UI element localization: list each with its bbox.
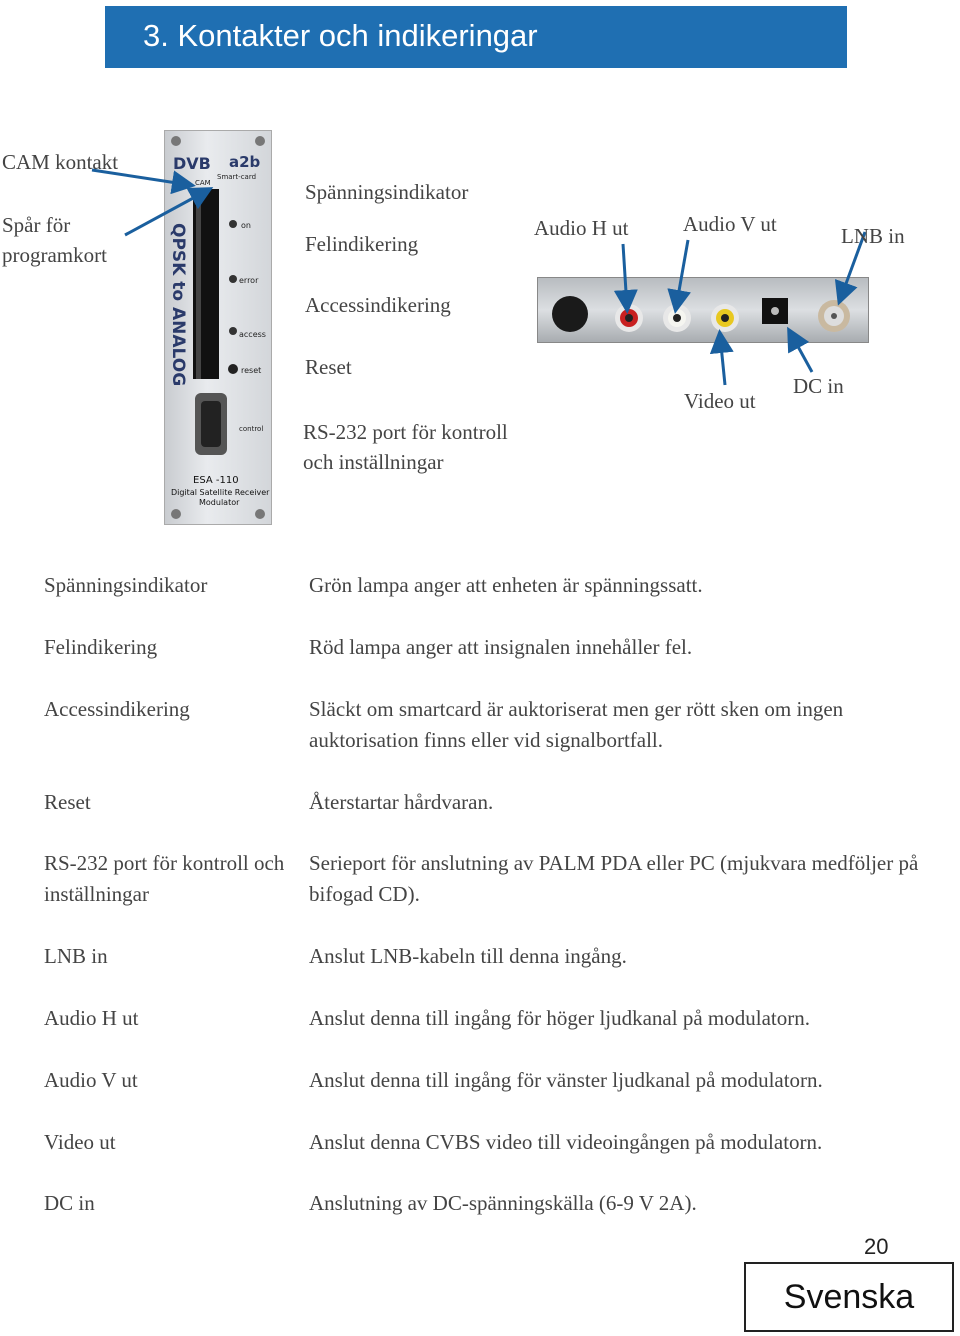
dvb-logo: DVB (173, 154, 211, 173)
desc-audio-v: Anslut denna till ingång för vänster lju… (309, 1068, 823, 1092)
desc2-print: Modulator (199, 498, 240, 507)
term-audio-h: Audio H ut (44, 1006, 139, 1030)
on-print: on (241, 221, 251, 230)
callout-audio-h: Audio H ut (534, 216, 629, 240)
desc1-print: Digital Satellite Receiver (171, 488, 270, 497)
desc-video: Anslut denna CVBS video till videoingång… (309, 1130, 823, 1154)
callout-power: Spänningsindikator (305, 180, 469, 204)
access-print: access (239, 330, 266, 339)
desc-lnb: Anslut LNB-kabeln till denna ingång. (309, 944, 627, 968)
model-print: ESA -110 (193, 475, 239, 486)
callout-video: Video ut (684, 389, 756, 413)
access-led (229, 327, 237, 335)
section-header: 3. Kontakter och indikeringar (105, 6, 847, 68)
callout-dc: DC in (793, 374, 844, 398)
control-print: control (239, 425, 263, 433)
desc-power: Grön lampa anger att enheten är spänning… (309, 573, 703, 597)
callout-arrows (91, 168, 867, 386)
on-led (229, 220, 237, 228)
page-title: 3. Kontakter och indikeringar (143, 18, 538, 53)
term-error: Felindikering (44, 635, 158, 659)
callout-error: Felindikering (305, 232, 419, 256)
smartcard-print: Smart-card (217, 173, 256, 181)
error-print: error (239, 276, 259, 285)
a2b-logo: a2b (229, 153, 261, 171)
desc-dc: Anslutning av DC-spänningskälla (6-9 V 2… (309, 1191, 697, 1215)
callout-slot-line1: Spår för (2, 213, 71, 237)
term-dc: DC in (44, 1191, 95, 1215)
desc-access: Släckt om smartcard är auktoriserat men … (309, 697, 844, 752)
term-reset: Reset (44, 790, 91, 814)
reset-print: reset (241, 366, 261, 375)
cam-print: CAM (195, 179, 211, 187)
language-label: Svenska (744, 1262, 954, 1332)
term-video: Video ut (44, 1130, 116, 1154)
term-rs232: RS-232 port för kontroll och inställning… (44, 851, 285, 906)
desc-reset: Återstartar hårdvaran. (309, 790, 494, 814)
term-audio-v: Audio V ut (44, 1068, 138, 1092)
callout-slot-line2: programkort (2, 243, 107, 267)
callout-lnb: LNB in (841, 224, 905, 248)
desc-rs232: Serieport för anslutning av PALM PDA ell… (309, 851, 919, 906)
front-panel-image: DVB a2b CAM Smart-card on error access r… (164, 130, 272, 525)
callout-audio-v: Audio V ut (683, 212, 777, 236)
desc-audio-h: Anslut denna till ingång för höger ljudk… (309, 1006, 810, 1030)
callout-access: Accessindikering (305, 293, 451, 317)
callout-cam: CAM kontakt (2, 150, 119, 174)
term-access: Accessindikering (44, 697, 190, 721)
vertical-print: QPSK to ANALOG (168, 223, 188, 386)
front-panel-drawing: DVB a2b CAM Smart-card on error access r… (168, 136, 270, 519)
page-number: 20 (864, 1234, 889, 1259)
callout-rs232-line1: RS-232 port för kontroll (303, 420, 508, 444)
term-power: Spänningsindikator (44, 573, 208, 597)
callout-rs232-line2: och inställningar (303, 450, 444, 474)
error-led (229, 275, 237, 283)
term-lnb: LNB in (44, 944, 108, 968)
desc-error: Röd lampa anger att insignalen innehålle… (309, 635, 693, 659)
reset-button (228, 364, 238, 374)
callout-reset: Reset (305, 355, 352, 379)
